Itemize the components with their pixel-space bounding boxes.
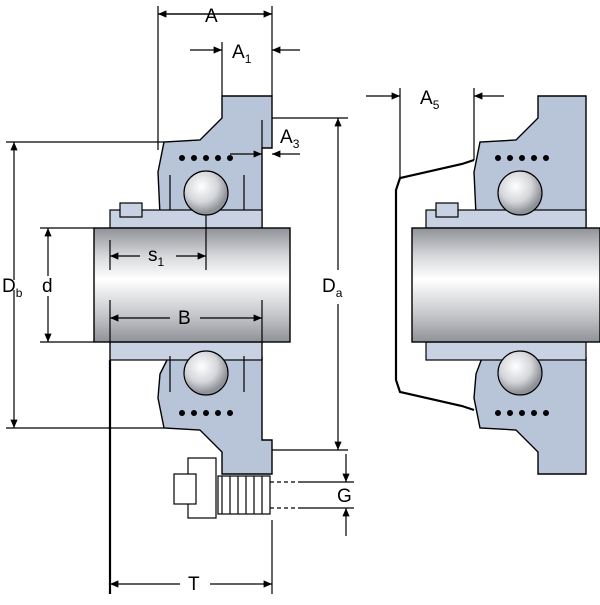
- label-A5: A5: [420, 88, 440, 112]
- left-view: A A1 A3 Db d s1 B Da G T: [2, 6, 354, 595]
- holes-bottom-left: [179, 410, 233, 416]
- inner-ring-bottom: [109, 341, 263, 361]
- dimension-lines-left: [6, 6, 354, 594]
- shaft-right: [411, 227, 600, 343]
- holes-top-left: [179, 155, 233, 161]
- label-T: T: [188, 574, 200, 595]
- label-B: B: [178, 308, 191, 329]
- ball-top-left: [183, 170, 229, 216]
- ball-top-right: [497, 170, 543, 216]
- end-cap: [394, 158, 475, 412]
- shaft-left: [93, 227, 291, 343]
- bolt: [173, 457, 300, 519]
- label-Da: Da: [322, 276, 343, 300]
- housing-flange-right-bottom: [473, 357, 587, 475]
- right-view: A5: [366, 88, 600, 475]
- holes-bottom-right: [495, 410, 549, 416]
- holes-top-right: [495, 155, 549, 161]
- ball-bottom-left: [183, 350, 229, 396]
- label-d: d: [42, 276, 53, 297]
- set-screw-right: [435, 202, 459, 218]
- ball-bottom-right: [497, 350, 543, 396]
- label-A1: A1: [232, 42, 252, 66]
- label-G: G: [337, 486, 352, 507]
- label-Db: Db: [2, 276, 23, 300]
- label-A: A: [205, 6, 218, 27]
- label-A3: A3: [280, 127, 300, 151]
- label-s1: s1: [148, 245, 165, 269]
- set-screw-left: [119, 202, 143, 218]
